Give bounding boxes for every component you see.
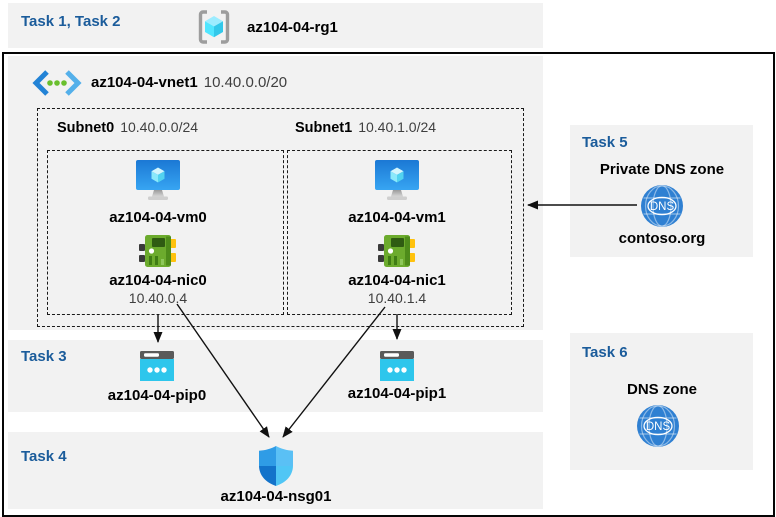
nsg-name: az104-04-nsg01 (220, 488, 332, 505)
pip1-name: az104-04-pip1 (347, 385, 447, 402)
pip0-name: az104-04-pip0 (107, 387, 207, 404)
vnet-band (8, 56, 543, 330)
dns-zone-icon: DNS (636, 404, 680, 448)
resource-group-name: az104-04-rg1 (247, 19, 338, 36)
vnet-name: az104-04-vnet1 (91, 74, 198, 91)
task3-band (8, 340, 543, 412)
nsg-shield-icon (259, 446, 293, 486)
dns-icon-text: DNS (650, 201, 675, 213)
resource-group-band (8, 3, 543, 48)
nic1-icon (377, 231, 417, 271)
pip0-public-ip-icon (138, 347, 176, 385)
task5-heading: Task 5 (582, 134, 628, 151)
vm1-icon (373, 160, 421, 202)
private-dns-domain: contoso.org (618, 230, 706, 247)
vm0-name: az104-04-vm0 (109, 209, 207, 226)
private-dns-zone-title: Private DNS zone (599, 161, 725, 178)
dns-icon-text: DNS (646, 421, 671, 433)
subnet0-cidr: 10.40.0.0/24 (120, 119, 199, 135)
private-dns-zone-icon: DNS (640, 184, 684, 228)
nic1-name: az104-04-nic1 (348, 272, 446, 289)
subnet1-box (287, 150, 512, 315)
task12-heading: Task 1, Task 2 (21, 13, 121, 30)
subnet1-cidr: 10.40.1.0/24 (358, 119, 437, 135)
nic0-icon (138, 231, 178, 271)
task6-heading: Task 6 (582, 344, 628, 361)
subnet0-box (47, 150, 284, 315)
vm1-name: az104-04-vm1 (348, 209, 446, 226)
nic0-ip: 10.40.0.4 (128, 290, 188, 306)
task6-box (570, 333, 753, 470)
dns-zone-title: DNS zone (626, 381, 697, 398)
subnet1-name: Subnet1 (295, 120, 353, 136)
pip1-public-ip-icon (378, 347, 416, 385)
subnets-container (37, 108, 524, 327)
vm0-icon (134, 160, 182, 202)
task4-heading: Task 4 (21, 448, 67, 465)
task3-heading: Task 3 (21, 348, 67, 365)
diagram-outer-border (2, 52, 775, 517)
subnet0-name: Subnet0 (57, 120, 115, 136)
virtual-network-icon (32, 69, 82, 97)
resource-group-icon (194, 7, 234, 47)
vnet-cidr: 10.40.0.0/20 (203, 74, 288, 91)
nic0-name: az104-04-nic0 (109, 272, 207, 289)
nic1-ip: 10.40.1.4 (367, 290, 427, 306)
